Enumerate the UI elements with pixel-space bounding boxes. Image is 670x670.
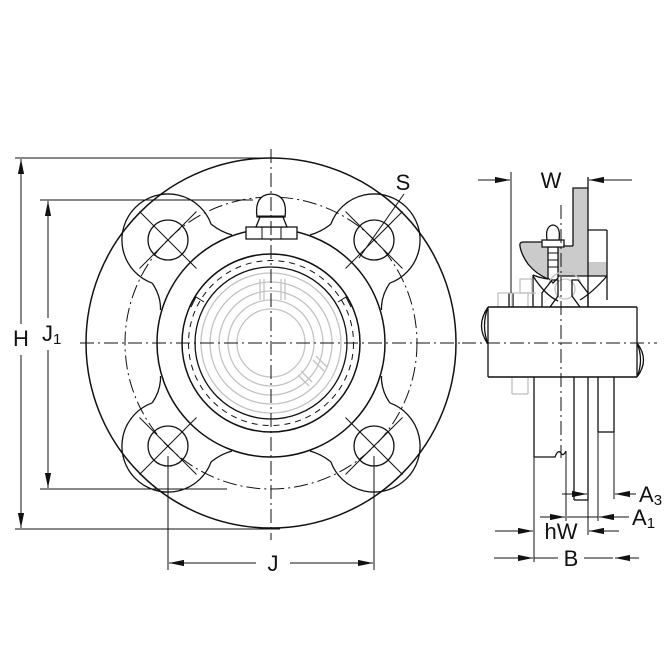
- front-view: [80, 149, 462, 540]
- bolt-holes: [139, 211, 403, 475]
- dim-label-A3: A3: [639, 482, 662, 509]
- dim-label-S: S: [396, 170, 411, 195]
- ring-notch-left: [190, 296, 205, 308]
- dimension-B: B: [494, 546, 639, 571]
- bolt-hole-top-right: [345, 211, 403, 269]
- inner-ring-right: [571, 279, 589, 308]
- dim-label-J1: J1: [42, 321, 61, 348]
- dim-label-hW: hW: [545, 519, 578, 544]
- shaft-break-lens-right: [636, 342, 645, 378]
- bearing-internals-side: [508, 271, 589, 308]
- shaft: [480, 306, 645, 378]
- dim-label-H: H: [13, 326, 29, 351]
- dimension-hW: hW: [495, 519, 619, 544]
- front-dimensions: H J1 J S: [13, 157, 411, 576]
- dimension-A1: A1: [540, 505, 655, 532]
- dimension-W: W: [478, 168, 632, 293]
- bolt-hole-top-left: [139, 211, 197, 269]
- setscrew-marks-bottom-right: [297, 355, 328, 387]
- side-view: [462, 177, 657, 562]
- hidden-collar-ghost: [497, 278, 536, 395]
- dim-label-W: W: [541, 168, 562, 193]
- dimension-A3: A3: [562, 482, 662, 509]
- dimension-J: J: [167, 456, 375, 576]
- dimension-H: H: [13, 157, 280, 530]
- s-leader-line: [358, 193, 405, 259]
- shaft-break-lens-left: [480, 306, 489, 345]
- setscrew-marks-top: [259, 279, 286, 300]
- side-dimensions: W A3 A1 hW B: [478, 168, 662, 571]
- dimension-J1: J1: [40, 199, 253, 490]
- ring-notch-right: [337, 296, 352, 308]
- bearing-ball: [554, 278, 576, 300]
- dimension-S: S: [358, 170, 411, 259]
- housing-section-fill: [519, 188, 607, 279]
- dim-label-A1: A1: [632, 505, 655, 532]
- flange-scallop-contour: [121, 193, 421, 493]
- seat-arc-right: [579, 275, 608, 301]
- inner-ring-left: [541, 279, 559, 308]
- dim-label-B: B: [564, 546, 579, 571]
- fitting-ball-side: [545, 224, 561, 241]
- dim-label-J: J: [268, 551, 279, 576]
